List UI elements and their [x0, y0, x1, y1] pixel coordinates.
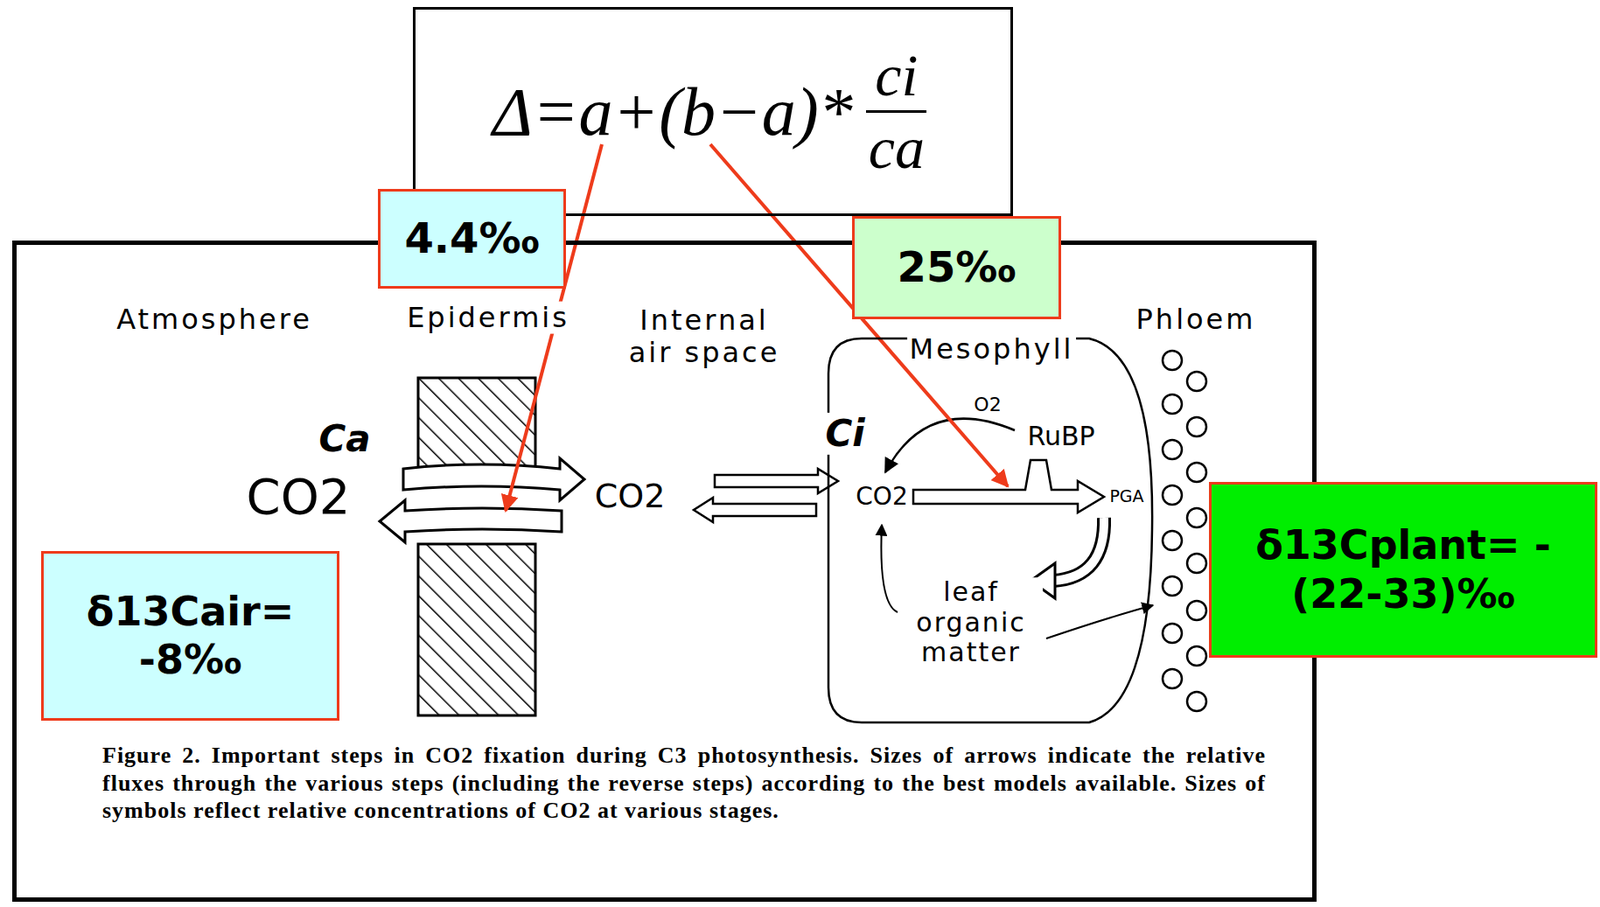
formula-box: Δ=a+(b−a)*cica — [412, 6, 1014, 217]
formula-text: Δ=a+(b−a)* — [492, 77, 853, 147]
zone-label: Atmosphere — [114, 303, 315, 336]
concentration-label: Ci — [823, 412, 867, 455]
isotope-text: δ13Cair= -8‰ — [50, 587, 330, 685]
phloem-cell — [1187, 417, 1207, 437]
molecule-label: PGA — [1107, 487, 1146, 507]
export-arrow — [1046, 605, 1153, 639]
concentration-label: Ca — [316, 418, 372, 461]
phloem-cell — [1162, 669, 1182, 689]
molecule-label: CO2 — [244, 468, 353, 525]
molecule-label: CO2 — [853, 482, 909, 511]
formula-text: ci — [866, 45, 927, 113]
value-box: 25‰ — [852, 216, 1062, 320]
phloem-cell — [1162, 440, 1182, 460]
product-label: leaf organic matter — [899, 577, 1043, 669]
isotope-box: δ13Cplant= -(22-33)‰ — [1208, 482, 1598, 658]
value-box: 4.4‰ — [377, 188, 566, 289]
phloem-cell — [1187, 371, 1207, 392]
phloem-cell — [1187, 600, 1207, 621]
synthesis-arrow — [1053, 517, 1104, 581]
zone-label: Phloem — [1134, 303, 1258, 336]
phloem-cell — [1187, 508, 1207, 528]
oxygenation-arrow — [885, 419, 1015, 473]
figure-caption: Figure 2. Important steps in CO2 fixatio… — [102, 741, 1266, 825]
carboxylation-arrow — [913, 460, 1104, 513]
phloem-cell — [1162, 485, 1182, 505]
flux-arrow — [693, 497, 817, 523]
value-text: 25‰ — [897, 242, 1017, 294]
molecule-label: O2 — [971, 393, 1003, 416]
phloem-cell — [1187, 553, 1207, 573]
phloem-cell — [1162, 350, 1182, 371]
fraction: cica — [859, 45, 934, 178]
phloem-cell — [1162, 394, 1182, 414]
synthesis-arrow — [1053, 517, 1104, 581]
phloem-cell — [1187, 691, 1207, 712]
molecule-label: RuBP — [1025, 421, 1097, 453]
phloem-cell — [1187, 646, 1207, 666]
respiration-arrow — [880, 524, 898, 613]
zone-label: Epidermis — [405, 301, 572, 335]
zone-label: Internal air space — [614, 304, 794, 370]
flux-arrow — [403, 458, 585, 501]
epidermis-block — [418, 377, 536, 469]
cell-outline-path — [828, 338, 1153, 723]
value-text: 4.4‰ — [404, 213, 539, 265]
phloem-cell — [1187, 462, 1207, 483]
phloem-cell — [1162, 531, 1182, 551]
region-label: Mesophyll — [907, 333, 1077, 366]
flux-arrow — [714, 468, 839, 494]
phloem-cell — [1162, 623, 1182, 643]
flux-arrow — [379, 500, 562, 543]
formula-text: ca — [859, 112, 934, 178]
phloem-cell — [1162, 576, 1182, 596]
epidermis-block — [418, 544, 536, 716]
molecule-label: CO2 — [593, 477, 668, 517]
isotope-text: δ13Cplant= -(22-33)‰ — [1218, 521, 1588, 618]
isotope-box: δ13Cair= -8‰ — [41, 551, 340, 721]
phloem-cells — [1162, 350, 1207, 712]
